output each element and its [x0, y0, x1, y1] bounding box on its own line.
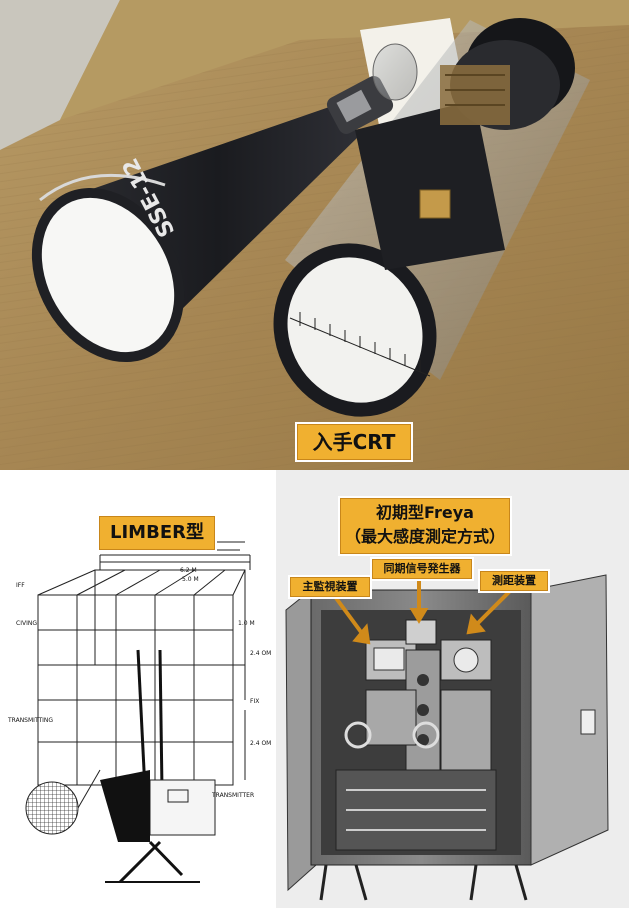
main-monitor-label: 主監視装置 — [290, 577, 370, 597]
freya-caption-line2: （最大感度測定方式） — [344, 527, 505, 546]
limber-caption: LIMBER型 — [99, 516, 215, 550]
dim-upper-height: 2.4 OM — [250, 650, 272, 657]
dim-side: 1.0 M — [238, 620, 255, 627]
dim-lower-height: 2.4 OM — [250, 740, 272, 747]
limber-antenna-illustration — [25, 541, 251, 884]
cylindrical-crt-tube — [273, 18, 590, 417]
crt-photo: SSE-12 — [0, 0, 629, 470]
mesh-dish — [25, 781, 79, 835]
receiving-label: CIVING — [16, 620, 37, 627]
crt-caption: 入手CRT — [297, 424, 411, 460]
freya-caption-line1: 初期型Freya — [376, 503, 474, 522]
dim-center: FIX — [250, 698, 260, 705]
dim-top: 6.2 M — [180, 567, 197, 574]
iff-label: IFF — [16, 582, 25, 589]
crt-photo-illustration: SSE-12 — [0, 0, 629, 470]
freya-caption: 初期型Freya （最大感度測定方式） — [340, 498, 510, 554]
dim-mid: 5.0 M — [182, 576, 199, 583]
sync-generator-label: 同期信号発生器 — [372, 559, 472, 579]
conical-crt-tube: SSE-12 — [31, 43, 418, 363]
limber-cabin — [100, 649, 216, 884]
transmitting-label: TRANSMITTING — [8, 717, 54, 724]
ranging-device-label: 測距装置 — [480, 571, 548, 591]
transmitter-label: TRANSMITTER — [212, 792, 255, 799]
